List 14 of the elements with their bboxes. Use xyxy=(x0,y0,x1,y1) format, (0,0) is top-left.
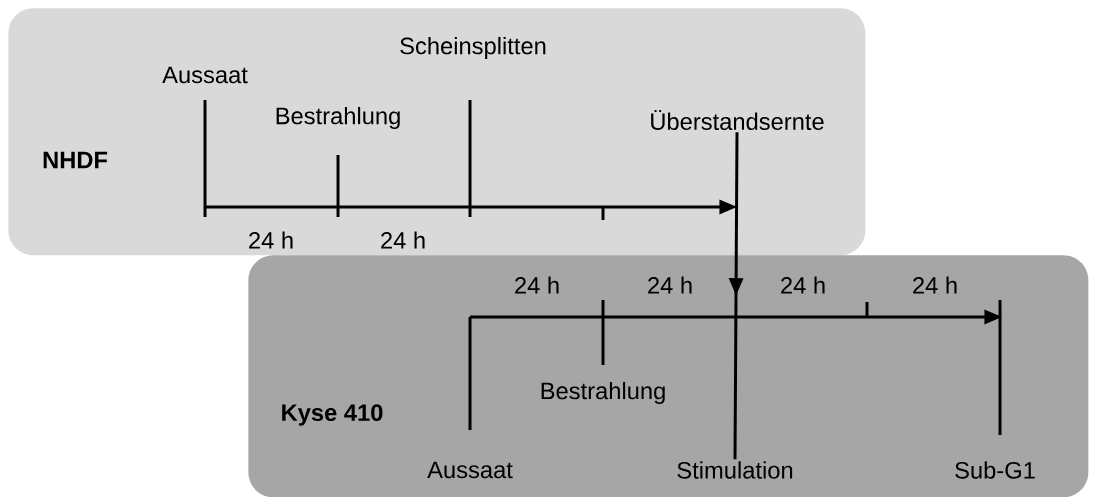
event-label: Scheinsplitten xyxy=(400,36,546,60)
duration-label: 24 h xyxy=(648,276,692,294)
event-label: Sub-G1 xyxy=(955,461,1035,479)
event-label: Bestrahlung xyxy=(541,381,665,405)
event-label: Bestrahlung xyxy=(276,106,400,130)
event-label: Aussaat xyxy=(162,66,248,84)
event-label: Stimulation xyxy=(677,461,793,479)
duration-label: 24 h xyxy=(515,276,559,294)
event-label: Überstandsernte xyxy=(651,109,824,130)
event-label: Aussaat xyxy=(427,461,513,479)
duration-label: 24 h xyxy=(249,231,293,249)
duration-label: 24 h xyxy=(781,276,825,294)
duration-label: 24 h xyxy=(913,276,957,294)
duration-label: 24 h xyxy=(381,231,425,249)
